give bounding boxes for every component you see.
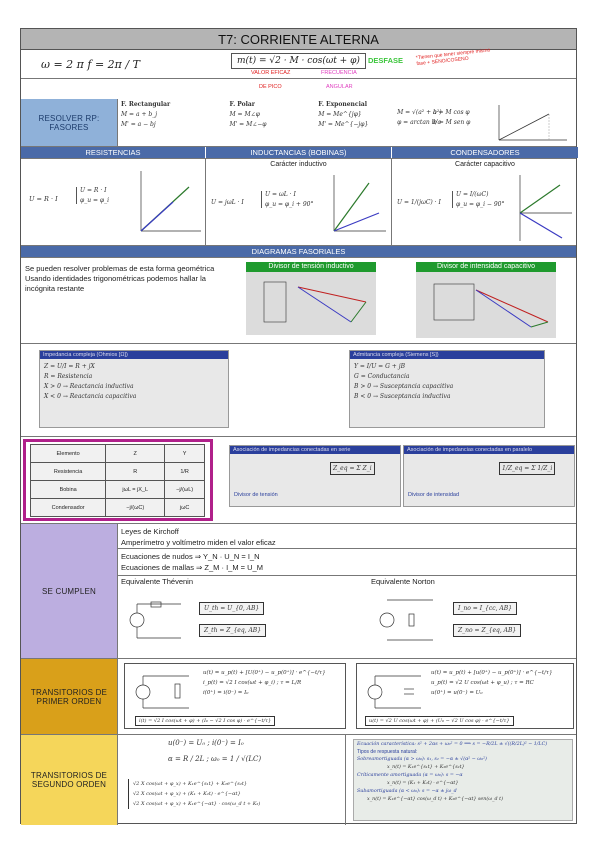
signal-formula: m(t) = √2 · M · cos(ωt + φ): [231, 53, 366, 69]
impedancia-row: Impedancia compleja (Ohmios [Ω]) Z = U/I…: [21, 344, 576, 437]
diagramas-row: Se pueden resolver problemas de esta for…: [21, 258, 576, 344]
resistencias-header: RESISTENCIAS: [21, 147, 206, 158]
resistor-phasor-diagram: [140, 171, 201, 232]
fasores-forms: F. Rectangular M = a + b_j M' = a − bj F…: [121, 101, 471, 128]
fasores-label: RESOLVER RP: FASORES: [21, 99, 118, 146]
divisor-intensidad-panel: Divisor de intensidad capacitivo: [416, 262, 556, 338]
angular-note: ANGULAR: [326, 84, 353, 90]
caracter-inductivo-label: Carácter inductivo: [270, 161, 327, 168]
elementos-table-frame: Elemento Z Y Resistencia R 1/R Bobina jω…: [23, 439, 213, 521]
elementos-table: Elemento Z Y Resistencia R 1/R Bobina jω…: [29, 444, 205, 517]
valor-eficaz-note: VALOR EFICAZ: [251, 70, 291, 76]
diagramas-header-row: DIAGRAMAS FASORIALES: [21, 246, 576, 258]
conversion-formulas-2: a = M cos φ b = M sen φ: [433, 109, 471, 126]
desfase-note: DESFASE: [368, 56, 404, 65]
divisor-intensidad-diagram: [433, 283, 549, 328]
rl-circuit: [135, 675, 189, 709]
rect-form: F. Rectangular M = a + b_j M' = a − bj: [121, 101, 171, 128]
segundo-orden-row: TRANSITORIOS DE SEGUNDO ORDEN u(0⁻) = U₀…: [21, 735, 576, 825]
components-row: U = R · I U = R · I φ_u = φ_i Carácter i…: [21, 159, 576, 246]
top-formulas-row: ω = 2 π f = 2π / T m(t) = √2 · M · cos(ω…: [21, 47, 576, 79]
norton-label: Equivalente Norton: [371, 577, 435, 586]
page-title: T7: CORRIENTE ALTERNA: [21, 29, 576, 50]
omega-formula: ω = 2 π f = 2π / T: [41, 58, 140, 71]
phasor-axis-diagram: [498, 105, 567, 141]
asociacion-row: Elemento Z Y Resistencia R 1/R Bobina jω…: [21, 437, 576, 524]
divisor-tension-panel: Divisor de tensión inductivo: [246, 262, 376, 335]
inductancias-header: INDUCTANCIAS (BOBINAS): [206, 147, 392, 158]
resistencia-cell: U = R · I U = R · I φ_u = φ_i: [21, 159, 206, 245]
paralelo-panel: Asociación de impedancias conectadas en …: [403, 445, 575, 507]
frecuencia-note: FRECUENCIA: [321, 70, 357, 76]
inductancia-cell: Carácter inductivo U = jωL · I U = ωL · …: [206, 159, 392, 245]
admitancia-panel: Admitancia compleja (Siemens [S]) Y = I/…: [349, 350, 545, 428]
impedancia-panel: Impedancia compleja (Ohmios [Ω]) Z = U/I…: [39, 350, 229, 428]
exp-form: F. Exponencial M = Me^{jφ} M' = Me^{−jφ}: [318, 101, 369, 128]
divisor-tension-diagram: [263, 281, 367, 323]
diagramas-header: DIAGRAMAS FASORIALES: [21, 246, 576, 257]
capacitor-phasor-diagram: [519, 175, 572, 241]
serie-panel: Asociación de impedancias conectadas en …: [229, 445, 401, 507]
se-cumplen-list: Leyes de Kirchoff Amperímetro y voltímet…: [121, 527, 276, 547]
thevenin-label: Equivalente Thévenin: [121, 577, 193, 586]
conversion-formulas: M = √(a² + b²) φ = arctan b/a: [397, 109, 442, 126]
segundo-orden-left: u(0⁻) = U₀ ; i(0⁻) = I₀ α = R / 2L ; ω₀ …: [118, 735, 346, 825]
primer-orden-row: TRANSITORIOS DE PRIMER ORDEN u(t) = u_p(…: [21, 659, 576, 735]
rc-circuit: [367, 675, 421, 709]
se-cumplen-row: SE CUMPLEN Leyes de Kirchoff Amperímetro…: [21, 524, 576, 659]
rc-panel: u(t) = u_p(t) + [u(0⁺) − u_p(0⁺)] · e^{−…: [356, 663, 574, 729]
inductor-phasor-diagram: [333, 175, 386, 232]
cheat-sheet: T7: CORRIENTE ALTERNA ω = 2 π f = 2π / T…: [20, 28, 578, 825]
diagramas-text: Se pueden resolver problemas de esta for…: [25, 264, 215, 293]
primer-orden-label: TRANSITORIOS DE PRIMER ORDEN: [21, 659, 118, 734]
se-cumplen-label: SE CUMPLEN: [21, 524, 118, 658]
components-header-row: RESISTENCIAS INDUCTANCIAS (BOBINAS) COND…: [21, 147, 578, 159]
caracter-capacitivo-label: Carácter capacitivo: [455, 161, 515, 168]
rl-panel: u(t) = u_p(t) + [U(0⁺) − u_p(0⁺)] · e^{−…: [124, 663, 346, 729]
polar-form: F. Polar M = M∠φ M' = M∠−φ: [229, 101, 267, 128]
thevenin-circuit: [129, 601, 181, 639]
segundo-orden-label: TRANSITORIOS DE SEGUNDO ORDEN: [21, 735, 118, 825]
norton-circuit: [379, 599, 433, 641]
segundo-orden-right: Ecuación característica: s² + 2αs + ω₀² …: [353, 739, 573, 821]
condensadores-header: CONDENSADORES: [392, 147, 578, 158]
ecuaciones-list: Ecuaciones de nudos ⇒ Y_N · U_N = I_N Ec…: [121, 552, 263, 572]
condensador-cell: Carácter capacitivo U = 1/(jωC) · I U = …: [392, 159, 578, 245]
de-pico-note: DE PICO: [259, 84, 282, 90]
phase-note: *Tienen que tener siempre mismo fase + S…: [415, 47, 491, 68]
fasores-row: RESOLVER RP: FASORES F. Rectangular M = …: [21, 99, 576, 147]
